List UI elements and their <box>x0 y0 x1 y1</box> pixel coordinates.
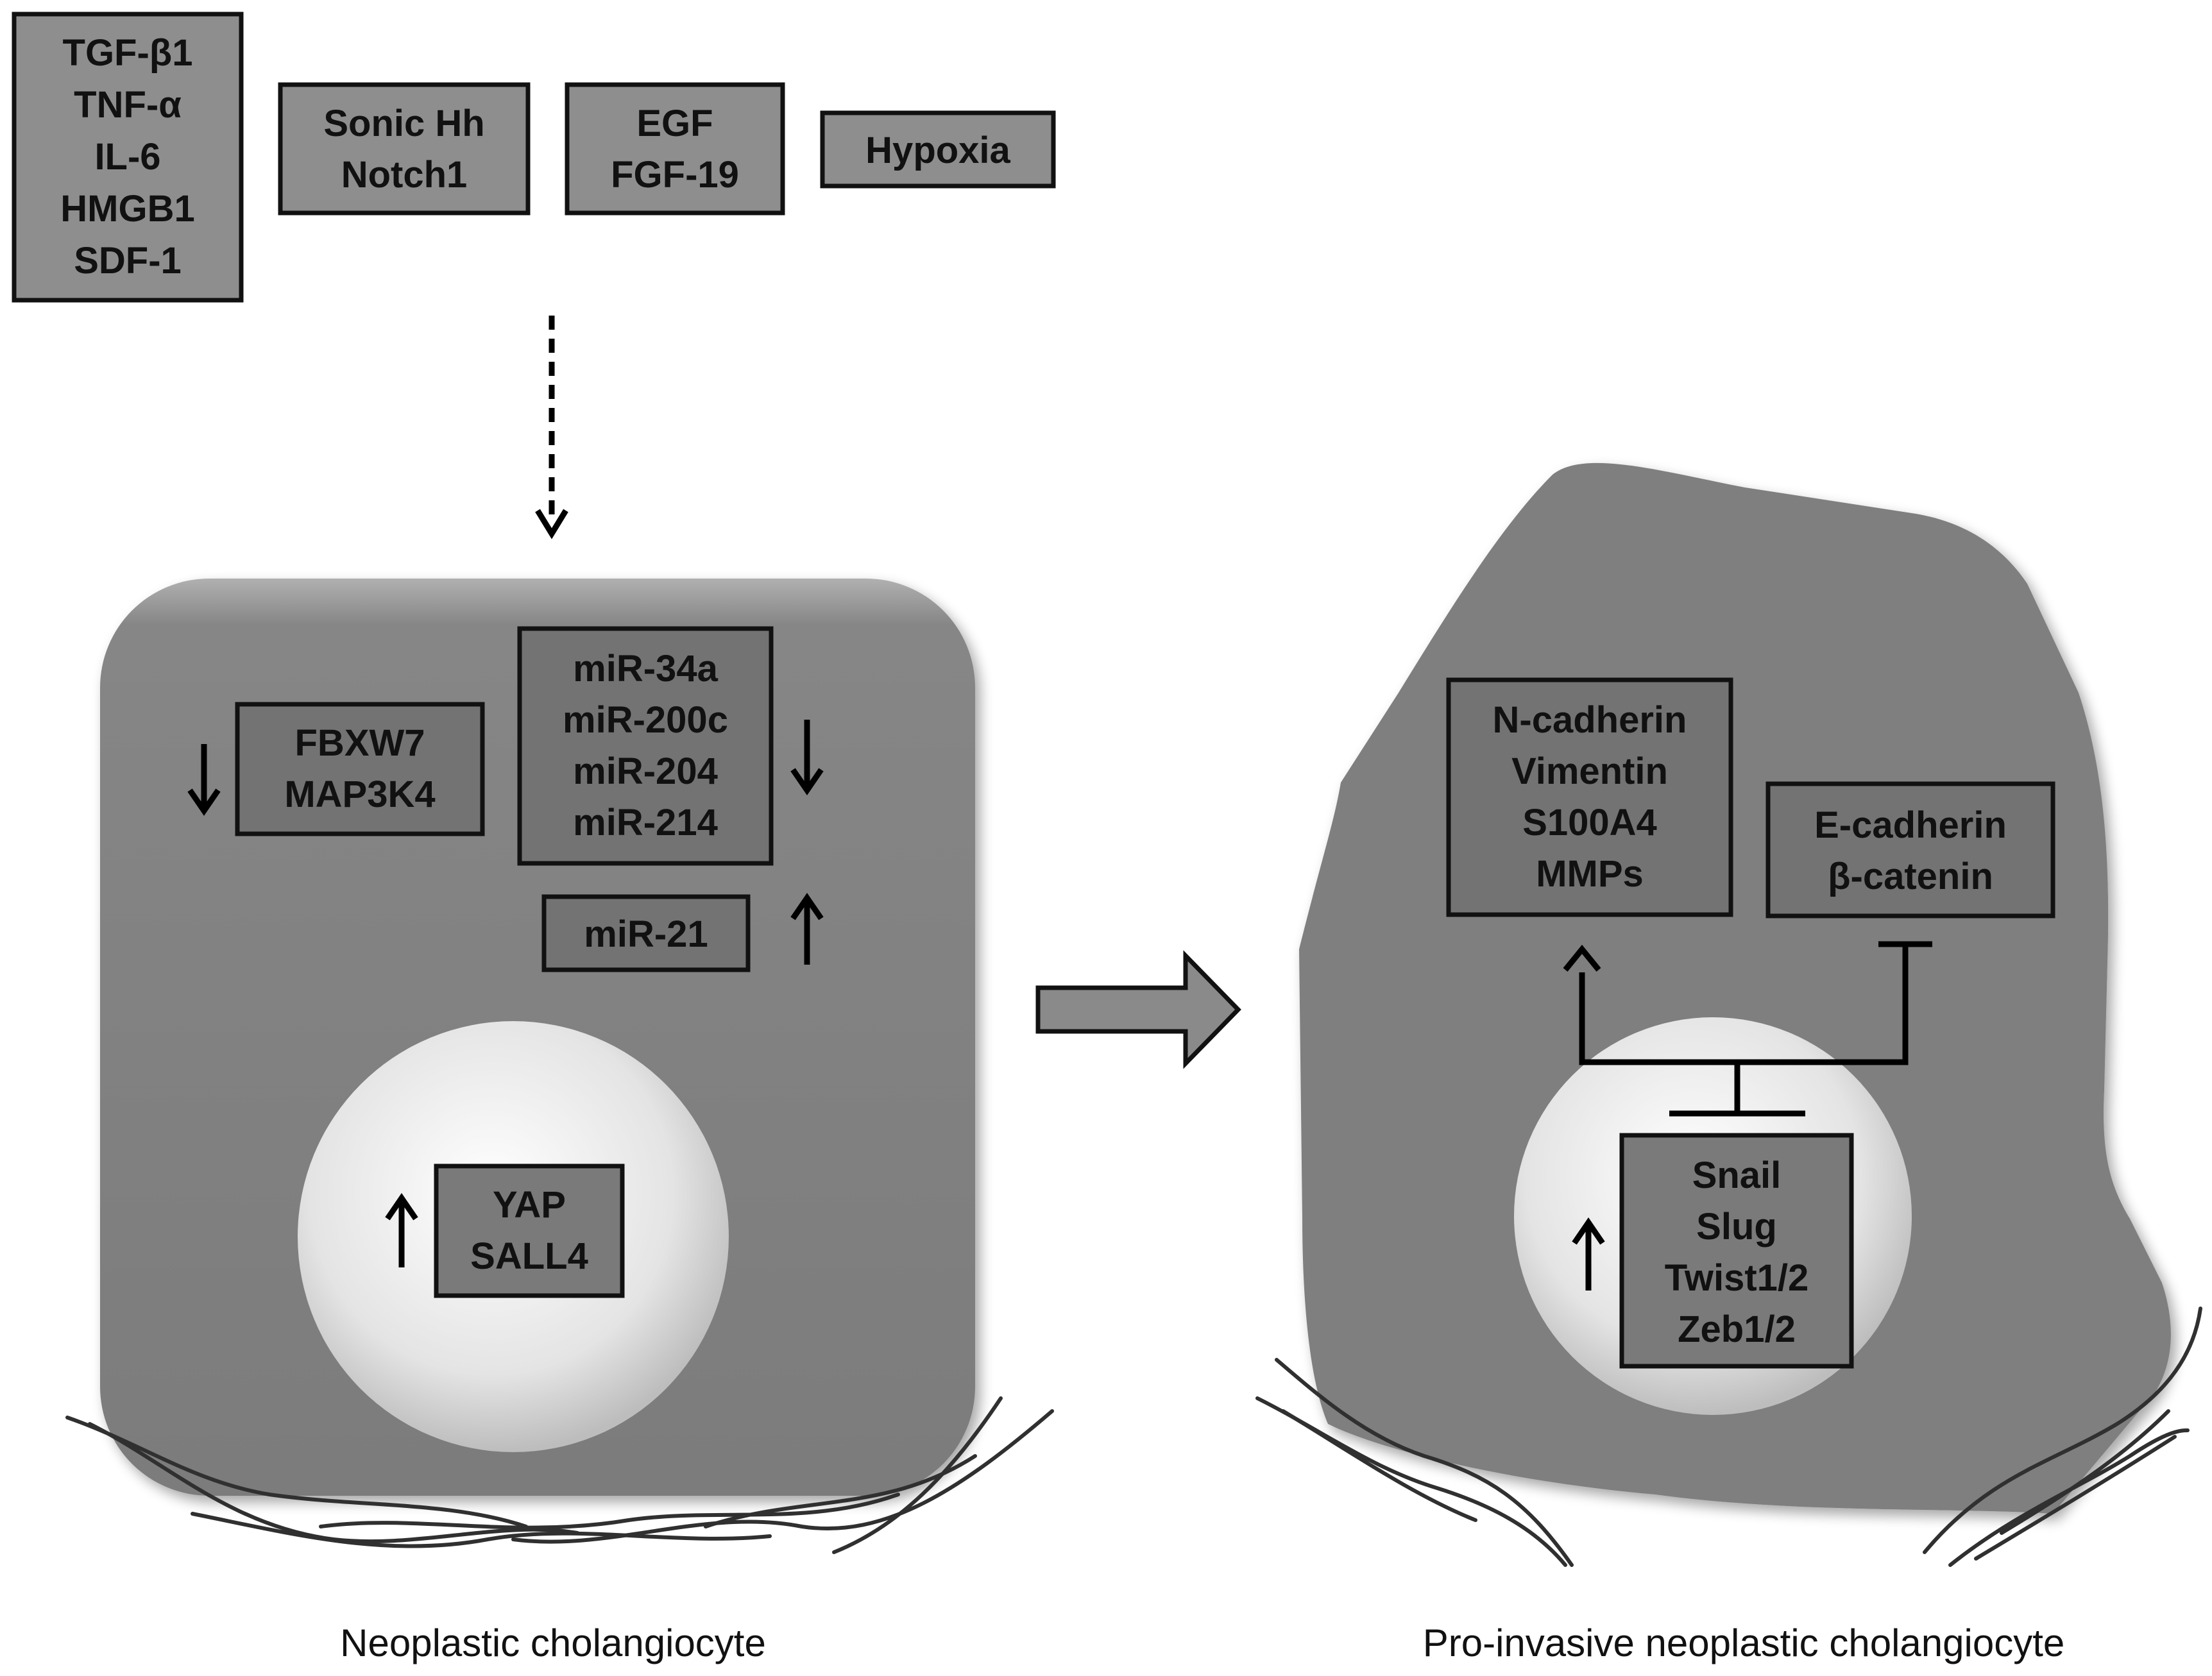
signal-label: SDF-1 <box>74 240 182 282</box>
transcription-factors-box <box>1619 1133 1854 1369</box>
dashed-arrow-head <box>535 509 568 539</box>
gene-label: FBXW7 <box>295 722 425 764</box>
signal-box-hypoxia <box>820 110 1056 189</box>
marker-label: E-cadherin <box>1814 804 2007 846</box>
invasive-cell-caption: Pro-invasive neoplastic cholangiocyte <box>1423 1621 2065 1664</box>
up-arrow <box>1572 1217 1605 1291</box>
neoplastic-cell-caption: Neoplastic cholangiocyte <box>340 1621 766 1664</box>
up-arrow <box>385 1193 418 1267</box>
signal-label: IL-6 <box>94 136 160 178</box>
extracellular-fibers-left <box>65 1396 1054 1554</box>
mir-label: miR-34a <box>573 648 718 690</box>
gene-label: SALL4 <box>470 1235 588 1277</box>
signal-box-hh-notch <box>278 82 531 216</box>
downregulated-genes-box <box>235 702 485 836</box>
nuclear-factors-box <box>434 1164 625 1298</box>
mesenchymal-markers-box <box>1446 677 1733 917</box>
down-arrow <box>790 720 824 795</box>
marker-label: N-cadherin <box>1493 699 1687 741</box>
extracellular-fibers-right <box>1255 1307 2202 1567</box>
mir-label: miR-21 <box>584 913 708 955</box>
upregulated-mir-box <box>541 894 751 972</box>
signal-label: Notch1 <box>341 154 468 196</box>
marker-label: β-catenin <box>1828 856 1993 897</box>
signal-label: Sonic Hh <box>323 103 484 144</box>
regulation-lines <box>1563 941 1932 1117</box>
marker-label: S100A4 <box>1522 802 1657 843</box>
signal-box-growth-factors <box>565 82 785 216</box>
up-arrow <box>790 893 824 965</box>
activation-arrowhead <box>1563 944 1601 972</box>
gene-label: YAP <box>493 1184 566 1226</box>
gene-label: MAP3K4 <box>284 774 435 815</box>
downregulated-mirs-box <box>517 626 774 866</box>
down-arrow <box>187 744 221 816</box>
tf-label: Slug <box>1696 1206 1777 1248</box>
signal-label: HMGB1 <box>60 188 194 230</box>
marker-label: MMPs <box>1536 853 1644 895</box>
mir-label: miR-204 <box>573 750 718 792</box>
signal-label: FGF-19 <box>611 154 739 196</box>
signal-box-cytokines <box>12 12 244 303</box>
tf-label: Snail <box>1692 1155 1782 1196</box>
mir-label: miR-214 <box>573 802 718 843</box>
marker-label: Vimentin <box>1511 750 1668 792</box>
signal-label: TGF-β1 <box>63 32 193 74</box>
tf-label: Twist1/2 <box>1665 1257 1809 1299</box>
transition-arrow <box>1035 950 1241 1069</box>
signal-label: EGF <box>636 103 713 144</box>
mir-label: miR-200c <box>563 699 728 741</box>
signal-label: TNF-α <box>74 84 182 126</box>
signal-label: Hypoxia <box>865 130 1010 171</box>
tf-label: Zeb1/2 <box>1678 1308 1796 1350</box>
epithelial-markers-box <box>1765 781 2055 918</box>
